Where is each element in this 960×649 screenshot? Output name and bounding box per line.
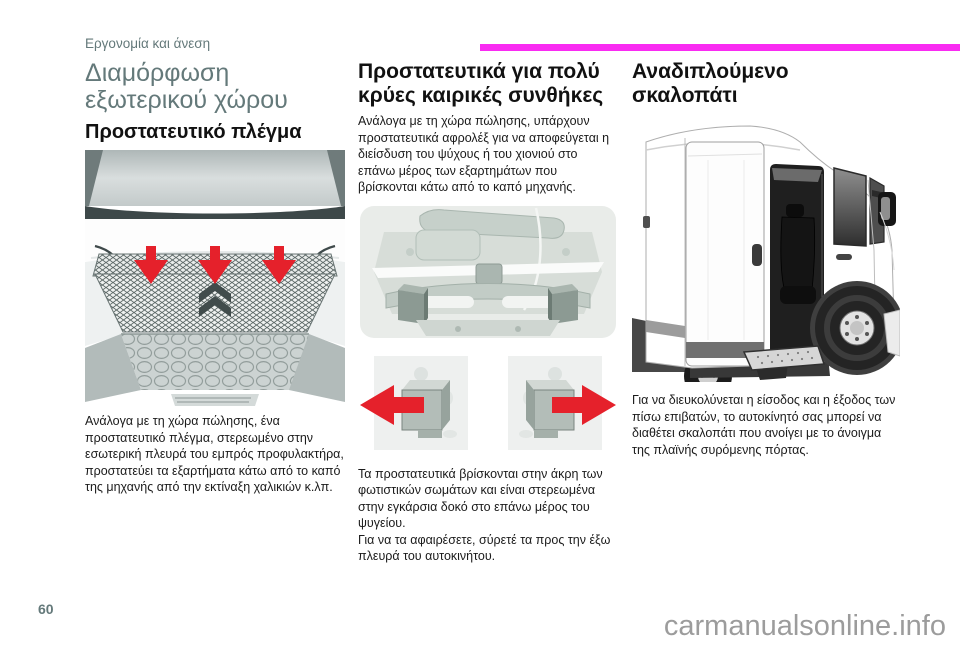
foam-protector-arrows-illustration: [360, 355, 616, 450]
van-side-illustration: [632, 125, 900, 382]
air-duct: [415, 208, 565, 260]
red-arrow-left-icon: [360, 384, 424, 425]
front-door-handle: [836, 254, 852, 260]
section-label: Εργονομία και άνεση: [85, 36, 211, 51]
cab-windows: [833, 167, 885, 247]
door-handle: [752, 244, 762, 266]
red-arrow-down-icon: [198, 246, 232, 284]
lower-tray: [416, 319, 560, 336]
foam-protector-right: [548, 283, 578, 324]
middle-column: Προστατευτικά για πολύ κρύες καιρικές συ…: [358, 56, 618, 565]
left-column: Διαμόρφωση εξωτερικού χώρου Προστατευτικ…: [85, 56, 345, 496]
chevron-logo: [199, 282, 231, 317]
engine-bay-illustration: [360, 205, 616, 338]
middle-outro-line2: Για να τα αφαιρέσετε, σύρετέ τα προς την…: [358, 532, 611, 564]
foam-protector-left: [398, 283, 428, 324]
red-arrow-right-icon: [552, 384, 616, 425]
right-body-text: Για να διευκολύνεται η είσοδος και η έξο…: [632, 393, 896, 457]
middle-section-title: Προστατευτικά για πολύ κρύες καιρικές συ…: [358, 60, 604, 107]
door-opening: [770, 164, 824, 364]
left-body-text: Ανάλογα με τη χώρα πώλησης, ένα προστατε…: [85, 414, 344, 494]
front-grille-illustration: [85, 150, 345, 406]
right-column: Αναδιπλούμενο σκαλοπάτι: [632, 56, 900, 458]
page-number: 60: [38, 601, 54, 617]
front-wheel: [810, 281, 900, 375]
sliding-door: [685, 141, 765, 367]
seat: [780, 204, 816, 304]
red-arrow-down-icon: [134, 246, 168, 284]
crossbeam: [385, 282, 591, 309]
watermark: carmanualsonline.info: [663, 610, 946, 642]
red-arrow-down-icon: [262, 246, 296, 284]
middle-outro-text: Τα προστατευτικά βρίσκονται στην άκρη τω…: [358, 466, 618, 565]
left-subsection-title: Προστατευτικό πλέγμα: [85, 121, 302, 143]
page-title: Διαμόρφωση εξωτερικού χώρου: [85, 59, 288, 114]
front-bumper-corner: [883, 309, 900, 357]
front-bumper: [85, 333, 345, 406]
middle-intro-text: Ανάλογα με τη χώρα πώλησης, υπάρχουν προ…: [358, 114, 610, 194]
middle-outro-line1: Τα προστατευτικά βρίσκονται στην άκρη τω…: [358, 466, 603, 531]
folding-step: [742, 345, 826, 380]
accent-bar: [480, 44, 960, 51]
right-section-title: Αναδιπλούμενο σκαλοπάτι: [632, 60, 789, 107]
windshield: [85, 150, 345, 226]
